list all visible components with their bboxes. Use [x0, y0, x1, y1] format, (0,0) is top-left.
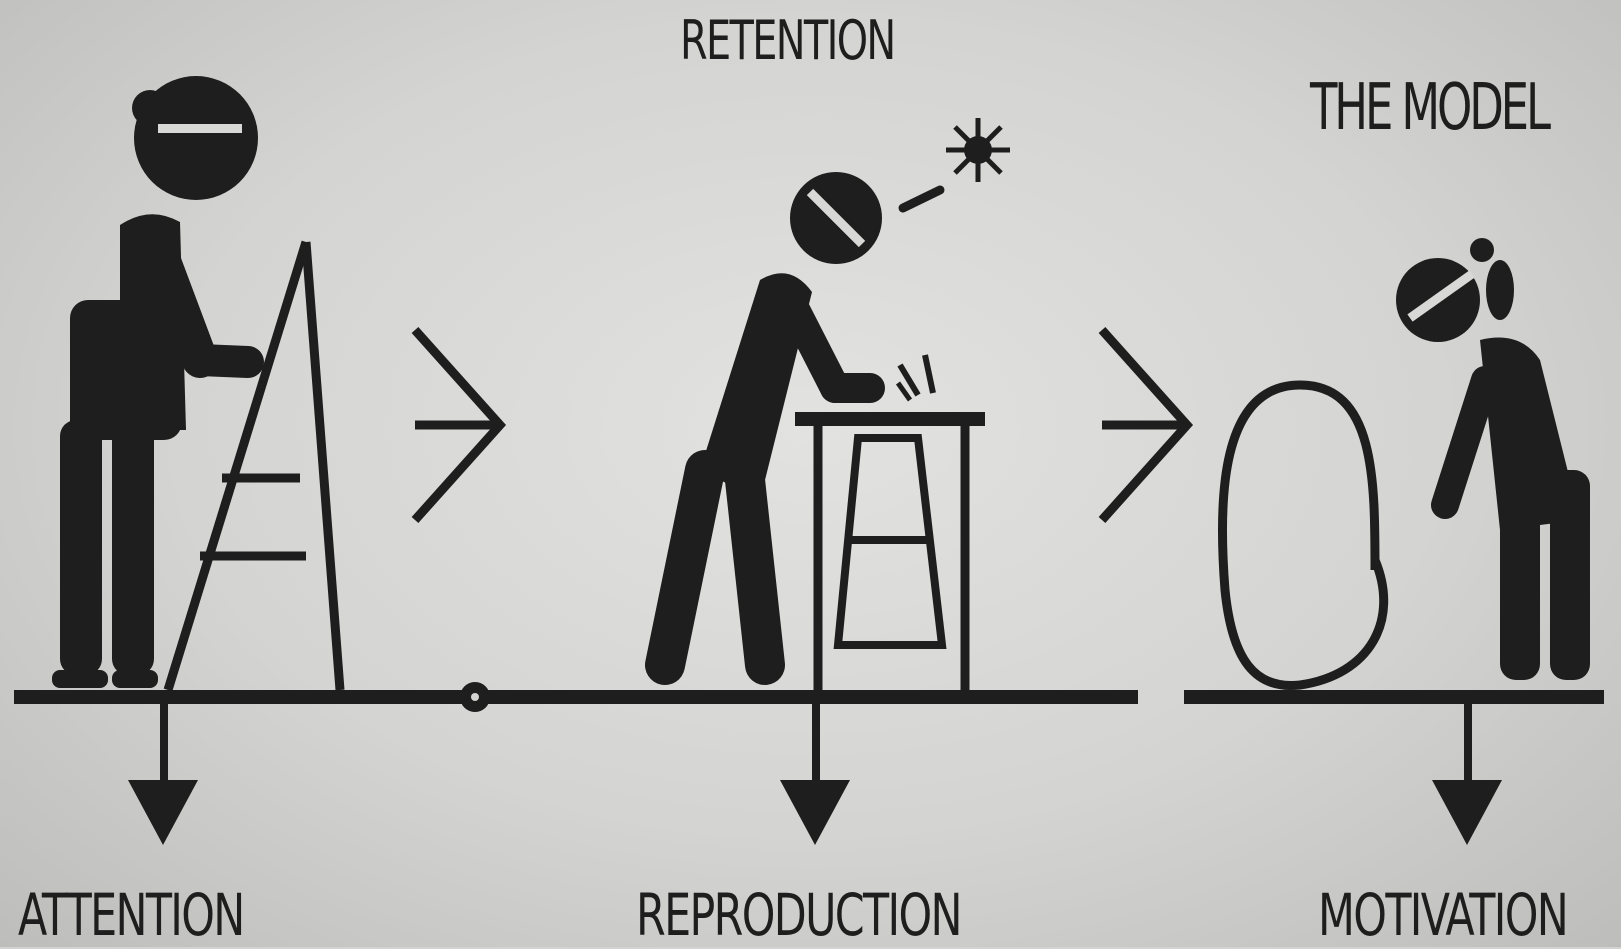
down-arrow-motivation — [1432, 700, 1502, 845]
ground-line-right — [1184, 690, 1604, 704]
label-the-model: THE MODEL — [1310, 76, 1548, 140]
down-arrow-reproduction — [780, 700, 850, 845]
person-at-workbench-icon — [665, 172, 985, 690]
label-attention: ATTENTION — [18, 886, 244, 944]
label-motivation: MOTIVATION — [1318, 886, 1567, 944]
label-retention: RETENTION — [680, 14, 895, 68]
person-on-ladder-icon — [52, 76, 340, 690]
label-reproduction: REPRODUCTION — [636, 886, 961, 944]
ground-line-left — [14, 690, 1138, 704]
idea-spark-icon — [903, 118, 1010, 208]
person-with-hoop-icon — [1222, 238, 1590, 686]
down-arrow-attention — [128, 700, 198, 845]
